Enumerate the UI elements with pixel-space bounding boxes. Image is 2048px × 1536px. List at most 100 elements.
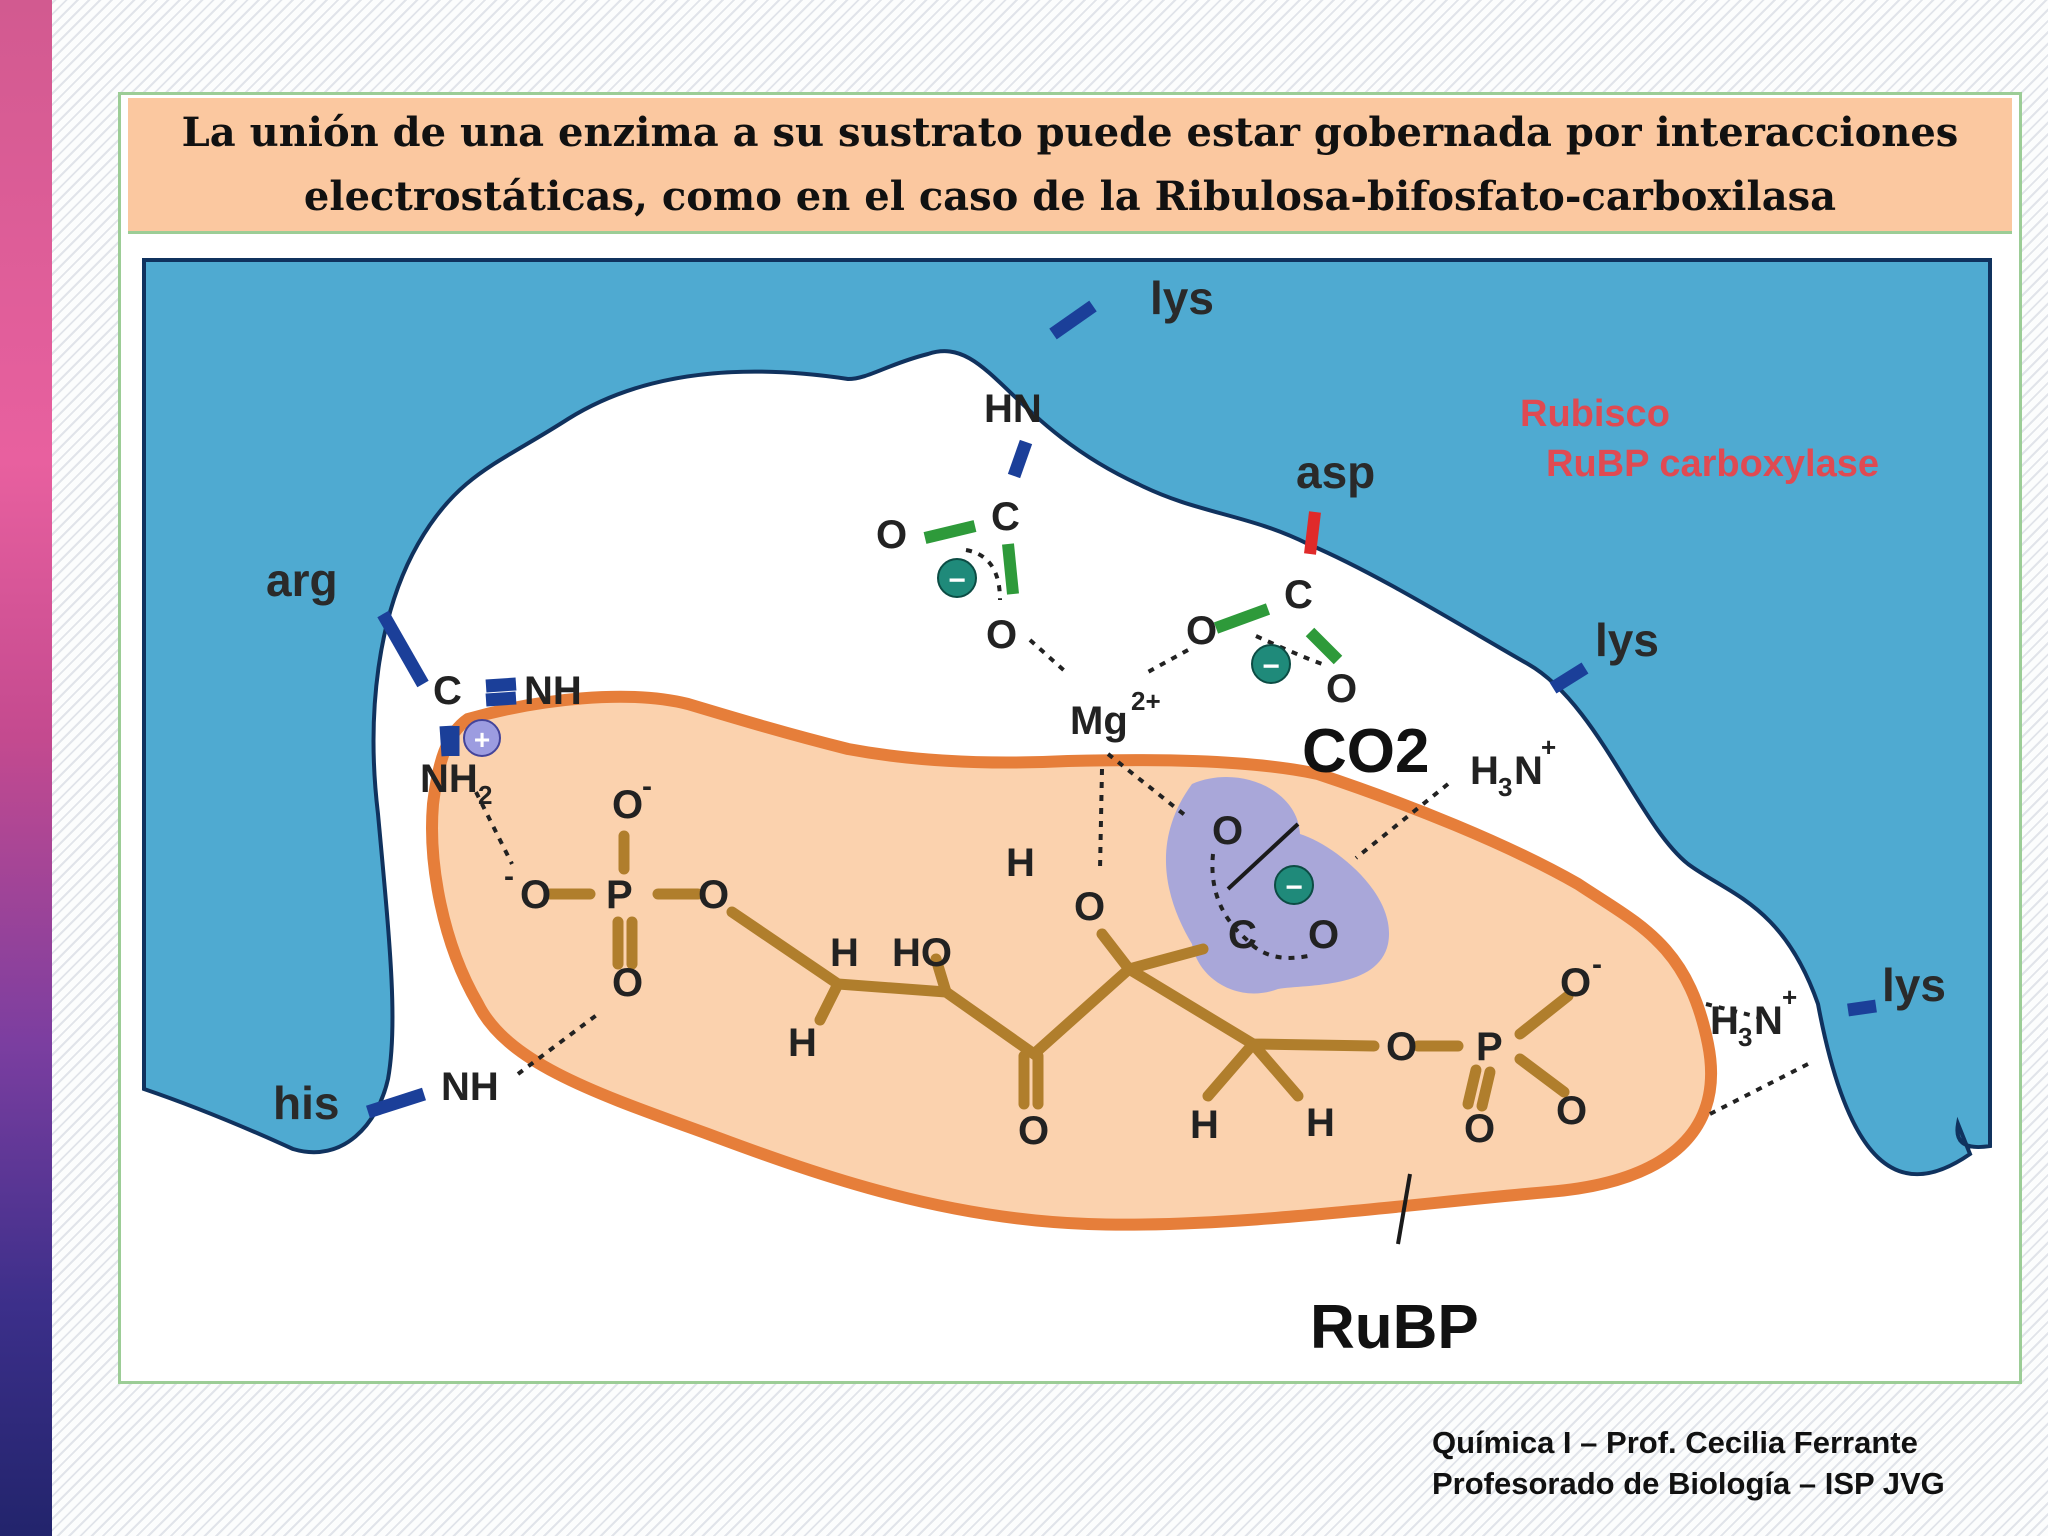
carbamate-resonance [965, 548, 1002, 601]
atom-mg-charge: 2+ [1131, 686, 1161, 716]
p-right-o-bottom-right-bond [1514, 1053, 1570, 1098]
asp-stub [1304, 511, 1321, 555]
co2-resonance [1210, 853, 1309, 960]
figure-header: La unión de una enzima a su sustrato pue… [128, 98, 2012, 234]
carbamate-c-o-double [923, 520, 977, 544]
atom-nh-his: NH [441, 1065, 499, 1109]
rubp-label: RuBP [1310, 1293, 1479, 1362]
footer-program: Profesorado de Biología – ISP JVG [1432, 1466, 1945, 1501]
atom-o-co2-top: O [1212, 809, 1243, 853]
mg-co2-interaction [1106, 752, 1188, 818]
atom-h3n-right-plus: + [1541, 732, 1556, 762]
asp-charge-sign: − [1262, 650, 1280, 683]
atom-h3n-right-3: 3 [1498, 772, 1512, 802]
atom-hn-lys: HN [984, 387, 1042, 431]
atom-p-left: P [606, 873, 633, 917]
lys-phosphate-interaction-top [1705, 1002, 1759, 1019]
atom-o-p-left-left-charge: - [504, 860, 514, 893]
atom-c-co2: C [1228, 913, 1257, 957]
figure-title: La unión de una enzima a su sustrato pue… [181, 108, 1959, 220]
lys-top-stub [1049, 300, 1097, 340]
atom-o-ester-right: O [1386, 1025, 1417, 1069]
atom-c-carbamate: C [991, 495, 1020, 539]
atom-o-p-right-bottom-right: O [1556, 1089, 1587, 1133]
atom-c-arg: C [433, 669, 462, 713]
asp-mg-interaction [1147, 648, 1189, 674]
atom-h3n-far-h: H [1710, 999, 1739, 1043]
atom-o-co2-right: O [1308, 913, 1339, 957]
atom-o-p-right-top-charge: - [1592, 948, 1602, 981]
asp-negative-charge [1251, 644, 1291, 684]
atom-nh2-arg: NH [420, 757, 478, 801]
atom-o-hydroxyl: O [1074, 885, 1105, 929]
asp-resonance [1255, 634, 1323, 666]
carbamate-charge-sign: − [948, 564, 966, 597]
carbamate-negative-charge [937, 558, 977, 598]
c3-co2-bond [1123, 943, 1209, 975]
c5-h-right-bond [1247, 1038, 1304, 1102]
residue-lys-far-right: lys [1882, 959, 1946, 1011]
atom-h-c1-bottom: H [788, 1021, 817, 1065]
asp-c-o-double [1213, 603, 1271, 634]
atom-ho-c2: HO [892, 931, 952, 975]
atom-mg: Mg [1070, 699, 1128, 743]
atom-o-p-left-top-charge: - [642, 770, 652, 803]
co2-charge-sign: − [1285, 871, 1303, 904]
rubisco-binding-diagram: − − − + lys asp arg lys lys his Rubisco … [142, 258, 1992, 1362]
atom-h-c5-right: H [1306, 1101, 1335, 1145]
decorative-side-strip [0, 0, 52, 1536]
atom-o-asp-bottom: O [1326, 667, 1357, 711]
atom-h-hydroxyl: H [1006, 841, 1035, 885]
atom-h3n-far-plus: + [1782, 982, 1797, 1012]
c1-h-bond [814, 978, 844, 1026]
atom-o-p-left-bottom: O [612, 961, 643, 1005]
his-stub [366, 1087, 426, 1119]
c2-oh-bond [930, 953, 952, 998]
c3-oh-bond [1096, 928, 1135, 975]
residue-lys-right: lys [1595, 614, 1659, 666]
c5-h-left-bond [1202, 1038, 1259, 1102]
carbamate-c-o-single [1002, 543, 1019, 595]
arg-c-n-double-2 [485, 691, 517, 707]
asp-c-o-single [1305, 627, 1343, 665]
atom-o-p-left-left: O [520, 873, 551, 917]
slide-footer: Química I – Prof. Cecilia Ferrante Profe… [1432, 1422, 1945, 1504]
residue-lys-top: lys [1150, 272, 1214, 324]
atom-p-right: P [1476, 1025, 1503, 1069]
lys-right-stub [1549, 662, 1589, 694]
carbamate-n-c-bond [1007, 439, 1033, 479]
co2-negative-charge [1274, 865, 1314, 905]
arg-phosphate-interaction [474, 791, 514, 865]
p-right-o-bottom-left-bond-1 [1462, 1064, 1482, 1110]
atom-h3n-right-n: N [1514, 749, 1543, 793]
atom-o-p-left-right: O [698, 873, 729, 917]
atom-nh-arg: NH [524, 669, 582, 713]
his-phosphate-interaction [516, 1012, 600, 1076]
atom-h3n-far-n: N [1754, 999, 1783, 1043]
p-right-o-top-bond [1514, 990, 1574, 1040]
arg-c-n-double-1 [485, 677, 517, 693]
atom-o-asp-left: O [1186, 609, 1217, 653]
lys-phosphate-interaction-bottom [1709, 1062, 1809, 1116]
rubp-label-pointer [1396, 1173, 1412, 1245]
mg-hydroxyl-interaction [1098, 768, 1104, 871]
footer-course: Química I – Prof. Cecilia Ferrante [1432, 1425, 1918, 1460]
p-right-o-bottom-left-bond-2 [1476, 1066, 1496, 1112]
atom-h-c1-top: H [830, 931, 859, 975]
co2-label-pointer [1226, 822, 1300, 891]
atom-o-p-left-top: O [612, 783, 643, 827]
arg-stub [377, 610, 429, 688]
arg-charge-sign: + [474, 724, 490, 755]
co2-label: CO2 [1302, 717, 1429, 786]
atom-c-asp: C [1284, 573, 1313, 617]
atom-nh2-subscript: 2 [478, 780, 492, 810]
atom-o-p-right-bottom-left: O [1464, 1107, 1495, 1151]
atom-h-c5-left: H [1190, 1103, 1219, 1147]
enzyme-body [142, 258, 1992, 1177]
residue-asp: asp [1296, 446, 1375, 498]
rubp-substrate-body [426, 690, 1718, 1231]
atom-o-p-right-top: O [1560, 961, 1591, 1005]
atom-o-carbamate-bottom: O [986, 613, 1017, 657]
atom-h3n-far-3: 3 [1738, 1022, 1752, 1052]
residue-his: his [273, 1077, 339, 1129]
